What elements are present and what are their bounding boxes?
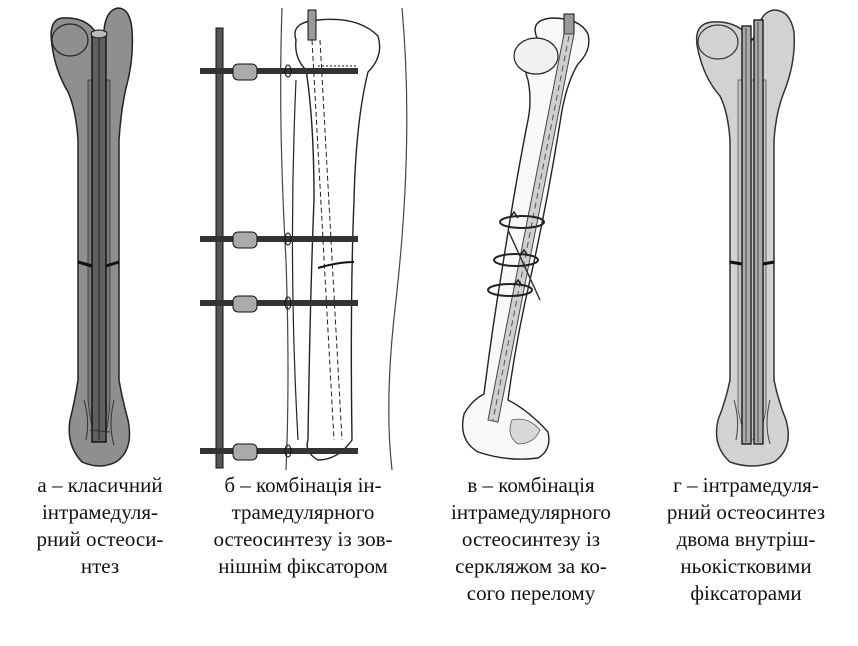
caption-line: г – інтрамедуля-	[634, 472, 858, 499]
panel-c: в – комбінація інтрамедулярного остеосин…	[428, 0, 634, 646]
panel-a: а – класичний інтрамедуля- рний остеоси-…	[0, 0, 200, 646]
caption-line: ньокістковими	[634, 553, 858, 580]
caption-line: інтрамедулярного	[428, 499, 634, 526]
caption-line: рний остеосинтез	[634, 499, 858, 526]
caption-line: а – класичний	[0, 472, 200, 499]
caption-line: остеосинтезу із зов-	[178, 526, 428, 553]
caption-line: в – комбінація	[428, 472, 634, 499]
caption-line: інтрамедуля-	[0, 499, 200, 526]
panel-d: г – інтрамедуля- рний остеосинтез двома …	[634, 0, 858, 646]
caption-line: сого перелому	[428, 580, 634, 607]
caption-line: фіксаторами	[634, 580, 858, 607]
tibia-external-fixator-illustration	[178, 0, 428, 470]
caption-b: б – комбінація ін- трамедулярного остеос…	[178, 472, 428, 580]
femur-classic-nail-illustration	[0, 0, 200, 470]
femoral-head	[698, 25, 738, 59]
caption-line: нішнім фіксатором	[178, 553, 428, 580]
caption-d: г – інтрамедуля- рний остеосинтез двома …	[634, 472, 858, 607]
femur-two-nails-illustration	[634, 0, 858, 470]
caption-line: нтез	[0, 553, 200, 580]
caption-line: двома внутріш-	[634, 526, 858, 553]
caption-line: б – комбінація ін-	[178, 472, 428, 499]
femoral-head	[514, 38, 558, 74]
intramedullary-nail	[564, 14, 574, 34]
femoral-head	[52, 24, 88, 56]
femur-cerclage-illustration	[428, 0, 634, 470]
fixator-frame-rod	[216, 28, 223, 468]
caption-c: в – комбінація інтрамедулярного остеосин…	[428, 472, 634, 607]
caption-line: трамедулярного	[178, 499, 428, 526]
caption-line: рний остеоси-	[0, 526, 200, 553]
intramedullary-nail	[308, 10, 316, 40]
intramedullary-nail	[754, 20, 763, 444]
caption-line: остеосинтезу із	[428, 526, 634, 553]
caption-line: серкляжом за ко-	[428, 553, 634, 580]
panel-b: б – комбінація ін- трамедулярного остеос…	[178, 0, 428, 646]
caption-a: а – класичний інтрамедуля- рний остеоси-…	[0, 472, 200, 580]
intramedullary-nail	[742, 26, 751, 444]
